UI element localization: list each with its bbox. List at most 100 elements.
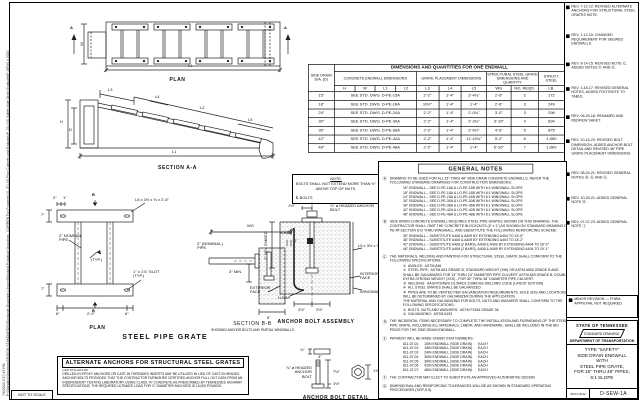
dim-label-d: D — [69, 127, 72, 132]
anchor-detail-drawing-svg — [308, 348, 371, 389]
dim-label-2ft: 2'-0" — [87, 311, 95, 316]
note-subline: 48" ENDWALL – SEE D-PE-48A & LO-PE-48B W… — [403, 212, 523, 217]
cell-l5: 2'-4¾" — [460, 91, 487, 101]
cell-l4: 1'-4" — [438, 143, 462, 153]
revision-entry: REV. 06-29-18: RENAMED AND REDREW SHEET. — [566, 115, 636, 124]
note-text: PAYMENT WILL BE MADE UNDER ITEM NUMBERS: — [389, 337, 474, 341]
note-letter: Ⓐ — [382, 177, 387, 182]
cell-l3: 10½" — [415, 100, 440, 110]
note-text: DIMENSIONAL AND REINFORCING TOLERANCES W… — [389, 384, 552, 393]
grate-plan-view: B B 2" 1" L5 x 3½ x ⅜ x 2'-6" 2" NOMINAL… — [35, 193, 169, 338]
revision-entry: REV. 7-12-12: REVISED ALTERNATE ANCHORS … — [566, 5, 636, 18]
table-group-concrete: CONCRETE ENDWALL DIMENSIONS — [333, 71, 417, 86]
state-name: STATE OF TENNESSEE — [575, 323, 628, 328]
alternate-anchors-title: ALTERNATE ANCHORS FOR STRUCTURAL STEEL G… — [62, 358, 244, 368]
cell-concrete: SEE STD. DWG. D-PE-30A — [333, 117, 417, 127]
general-notes-title: GENERAL NOTES — [418, 163, 534, 174]
general-note: Ⓑ SIDE DRAIN CONCRETE ENDWALL REQUIRES S… — [382, 220, 566, 252]
interior-face-label: INTERIOR FACE — [360, 271, 380, 281]
cell-wg: 2'-6" — [486, 100, 512, 110]
grate-plan-caption: PLAN — [89, 325, 106, 331]
plan-caption: PLAN — [169, 77, 186, 83]
section-aa-view: L3 L4 L2 L5 H D L1 SECTION A-A — [60, 88, 295, 176]
h-bar-label: H-BAR — [278, 295, 291, 300]
cell-l5: 2'-6½" — [460, 126, 487, 136]
cell-l4: 1'-4" — [438, 91, 462, 101]
title-block: STATE OF TENNESSEE STANDARD DRAWING DEPA… — [566, 320, 638, 399]
note-subline: 18" ENDWALL – SEE D-PE-18A & LO-PE-18B W… — [403, 191, 523, 195]
cell-dia: 24" — [308, 108, 335, 119]
anchor-bolt-assembly-view: ℄ BOLTS ⅞" ø HEADED ANCHOR BOLT 1½" 2" M… — [250, 196, 382, 330]
table-row: 30" SEE STD. DWG. D-PE-30A 2'-2" 1'-4" 2… — [308, 117, 565, 127]
revision-bullet-icon — [566, 5, 570, 10]
revision-bullet-icon — [566, 196, 570, 201]
not-to-scale-box: NOT TO SCALE — [11, 390, 53, 400]
revision-text: REV. 1-12-15: CHANGED REQUIREMENT FOR SK… — [571, 33, 624, 46]
note-letter: Ⓑ — [382, 220, 387, 225]
grate-plan-drawing-svg — [46, 200, 146, 311]
note-letter: Ⓖ — [382, 384, 387, 389]
weld-typ-label: (TYP.) — [91, 257, 103, 262]
note-subline: 611-07.03 24IN ENDWALL (SIDE DRAIN) EACH — [403, 351, 488, 355]
note-subline: ① ANGLES: ASTM A36 — [403, 264, 442, 269]
dim-label-3in: 3" — [318, 354, 322, 359]
cell-no-reqd: 3 — [510, 100, 539, 110]
cell-no-reqd: 2 — [510, 91, 539, 101]
dim-label-l2: L2 — [200, 105, 205, 110]
note-sublist: 15" ENDWALL – SEE D-PE-15A & LO-PE-15B W… — [390, 187, 566, 217]
dim-label-l3: L3 — [108, 87, 113, 92]
cell-l3: 2'-2" — [415, 108, 440, 119]
cell-l5: 1'-4" — [460, 100, 487, 110]
dim-label-1-375in: 1⅜" — [373, 368, 380, 373]
drawing-date: 08-01-2012 — [567, 389, 590, 398]
table-group-grate: GRATE PLACEMENT DIMENSIONS — [415, 71, 487, 86]
revision-list: REV. 7-12-12: REVISED ALTERNATE ANCHORS … — [566, 5, 636, 293]
cell-l4: 1'-4" — [438, 100, 462, 110]
revision-bullet-icon — [566, 115, 570, 120]
dim-label-6in-bb: 6" — [267, 315, 271, 320]
note-subline: ④ ALL STEEL GRATES SHALL BE GALVANIZED. — [403, 286, 482, 291]
note-subline: 36" ENDWALL – SEE D-PE-36A & LO-PE-36B W… — [403, 204, 523, 208]
cell-lb: 1,069 — [538, 143, 565, 153]
cell-l4: 1'-4" — [438, 126, 462, 136]
dim-label-l4: L4 — [155, 94, 160, 99]
cell-dia: 48" — [308, 143, 335, 153]
cell-concrete: SEE STD. DWG. D-PE-18A — [333, 100, 417, 110]
dim-label-2in: 2" — [53, 195, 57, 200]
cell-concrete: SEE STD. DWG. D-PE-36A — [333, 126, 417, 136]
cell-dia: 30" — [308, 117, 335, 127]
note-subline: ③ WELDING: AASHTO/AWS D1.5M/D1.5 BRIDGE … — [403, 282, 544, 286]
revision-bullet-icon — [566, 62, 570, 67]
dim-label-6in-right: 6" — [125, 311, 129, 316]
nominal-pipe-label: 2" NOMINAL PIPE — [59, 233, 82, 243]
cell-dia: 15" — [308, 91, 335, 101]
revision-bullet-icon — [566, 172, 570, 177]
bolt-note-title: NOTE: — [330, 177, 342, 181]
standard-drawing-stamp: STANDARD DRAWING — [578, 329, 626, 338]
note-subline: ① BOLTS, NUTS AND WASHERS: ASTM F1554 GR… — [403, 308, 499, 312]
dim-label-wg: WG — [247, 223, 254, 228]
cell-l3: 2'-2" — [415, 134, 440, 145]
cell-l4: 1'-4" — [438, 117, 462, 127]
note-text: DRAWING TO BE USED FOR ALL 15" THRU 48" … — [389, 177, 550, 185]
revision-text: REV. 06-29-18: RENAMED AND REDREW SHEET. — [571, 114, 624, 123]
dim-label-l5: L5 — [248, 117, 253, 122]
table-row: 36" SEE STD. DWG. D-PE-36A 2'-2" 1'-4" 2… — [308, 126, 565, 136]
cell-l5: 1'-4" — [460, 143, 487, 153]
revision-entry: REV. 3-18-17: REVISED GENERAL NOTES, ADD… — [566, 86, 636, 99]
margin-filepath: P:\Standard Drawings\DESIGN STANDARDS\St… — [6, 50, 10, 396]
angle-callout-label: L5 x 3½ x ⅜ x 2'-6" — [135, 197, 169, 202]
note-letter: Ⓒ — [382, 254, 387, 260]
cell-no-reqd: 3 — [510, 108, 539, 119]
revision-entry: REV. 08-04-21: REVISED GENERAL NOTES Ⓓ, … — [566, 172, 636, 181]
cell-lb: 296 — [538, 108, 565, 119]
note-letter: Ⓔ — [382, 337, 387, 342]
note-subline: ② GALVANIZING: ASTM A153 — [403, 312, 453, 317]
cell-concrete: SEE STD. DWG. D-PE-24A — [333, 108, 417, 119]
revision-bullet-icon — [566, 86, 570, 91]
dimensions-table: SIDE DRAIN DIA. (D) DIMENSIONS AND QUANT… — [308, 63, 565, 197]
note-letter: Ⓓ — [382, 319, 387, 325]
approval-box: MINOR REVISION — FHWA APPROVAL NOT REQUI… — [566, 295, 638, 318]
department-name: DEPARTMENT OF TRANSPORTATION — [567, 339, 637, 345]
